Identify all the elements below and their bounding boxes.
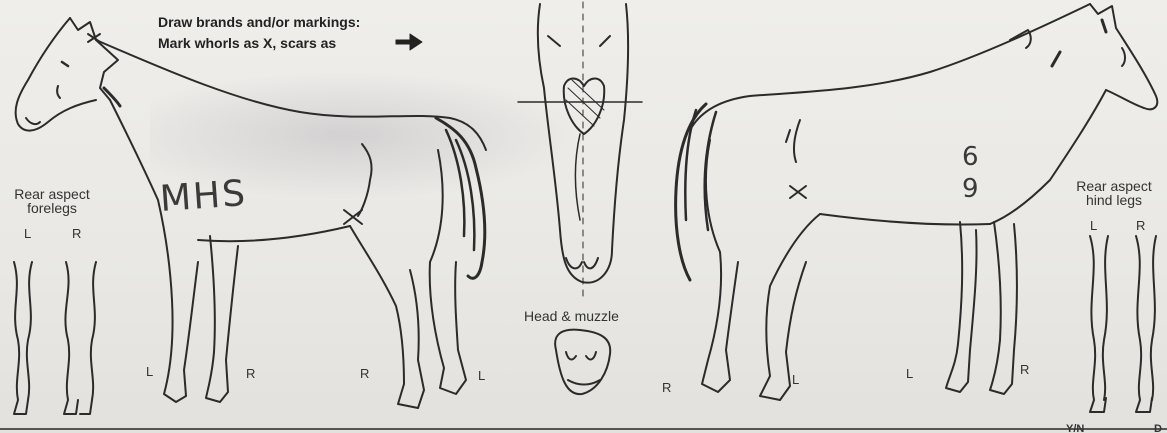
left-view-leg-label-4: L — [478, 368, 485, 383]
head-muzzle-label: Head & muzzle — [524, 308, 619, 324]
rear-hindlegs-title-2: hind legs — [1064, 192, 1164, 208]
rear-hindlegs-right: R — [1136, 218, 1145, 233]
footer-partial-yn: Y/N — [1066, 423, 1084, 433]
footer-partial-d: D — [1154, 423, 1162, 433]
rear-forelegs-title-2: forelegs — [4, 200, 100, 216]
right-view-leg-label-3: L — [906, 366, 913, 381]
rear-hindlegs-drawing — [1090, 236, 1156, 412]
rear-forelegs-right: R — [72, 226, 81, 241]
handwritten-brand-left: MHS — [159, 173, 249, 220]
left-view-leg-label-1: L — [146, 364, 153, 379]
instruction-line-2: Mark whorls as X, scars as — [158, 33, 360, 54]
rear-forelegs-drawing — [14, 262, 96, 414]
muzzle-drawing — [555, 330, 610, 395]
handwritten-brand-right-bottom: 9 — [962, 174, 979, 204]
left-view-leg-label-3: R — [360, 366, 369, 381]
rear-forelegs-label: Rear aspect forelegs — [4, 186, 100, 216]
scar-arrow-icon — [396, 34, 422, 50]
handwritten-brand-right-top: 6 — [962, 142, 979, 172]
rear-forelegs-left: L — [24, 226, 31, 241]
front-head-drawing — [518, 2, 642, 300]
right-view-leg-label-4: R — [1020, 362, 1029, 377]
instructions: Draw brands and/or markings: Mark whorls… — [158, 12, 360, 54]
footer-rule — [0, 428, 1167, 430]
left-view-leg-label-2: R — [246, 366, 255, 381]
right-view-leg-label-1: R — [662, 380, 671, 395]
rear-hindlegs-left: L — [1090, 218, 1097, 233]
right-view-leg-label-2: L — [792, 372, 799, 387]
rear-hindlegs-label: Rear aspect hind legs — [1064, 178, 1164, 208]
instruction-line-1: Draw brands and/or markings: — [158, 12, 360, 33]
